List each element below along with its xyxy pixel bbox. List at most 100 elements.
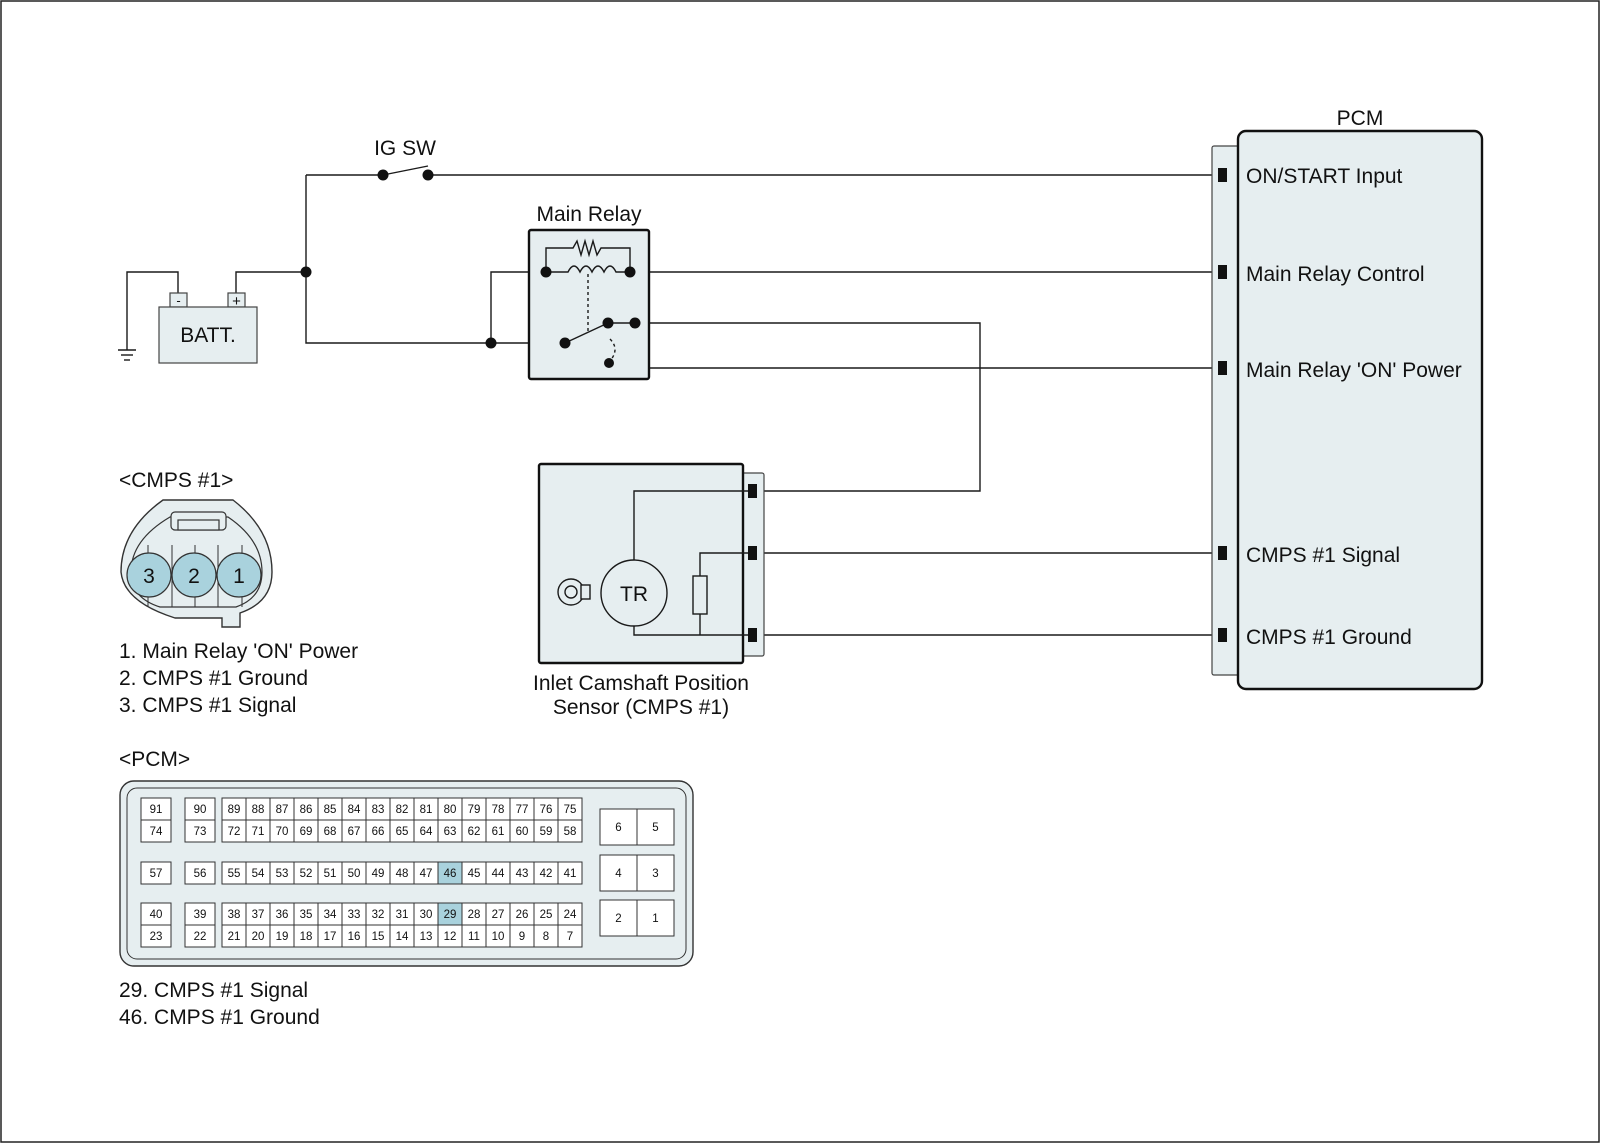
cmps-pin-2-label: 2 [188,565,200,588]
pcm-pin-label: 30 [420,909,433,921]
pcm-pin-cell [636,808,675,846]
battery-ground-wire [126,271,179,350]
pcm-pin-label: 35 [300,909,313,921]
pcm-pin-label: 55 [228,868,241,880]
cmps-pin-1-label: 1 [233,565,245,588]
battery-label: BATT. [180,324,236,347]
pcm-pin-label: 62 [468,826,481,838]
pcm-pin-label: 84 [348,804,361,816]
pcm-pin-label: 13 [420,931,433,943]
pcm-pin-label: 10 [492,931,505,943]
pcm-pin-label: 44 [492,868,505,880]
pcm-pin-label: 25 [540,909,553,921]
pcm-pin-label: 14 [396,931,409,943]
pcm-terminal-on-start [1218,168,1227,182]
main-relay-box [527,228,651,381]
pcm-pin-label: 17 [324,931,337,943]
cmps-pin-3-label: 3 [143,565,155,588]
pcm-connector-title: <PCM> [119,748,190,771]
pcm-pin-label: 69 [300,826,313,838]
pcm-pin-label: 22 [194,931,207,943]
pcm-pin-cell [557,924,583,948]
pcm-pin-label: 37 [252,909,265,921]
pcm-pin-label: 83 [372,804,385,816]
relay-switch-arm [564,322,609,344]
sensor-internal-ground [633,626,752,636]
pcm-pin-cell [184,924,216,948]
sensor-pickup-outer [557,578,585,606]
relay-coil [546,265,630,274]
pcm-pin-label: 15 [372,931,385,943]
pcm-pin-label: 57 [150,868,163,880]
pcm-module: PCM ON/START Input Main Relay Control Ma… [1211,107,1484,691]
sensor-pickup-tab [580,584,591,600]
pcm-pin-label: 59 [540,826,553,838]
pcm-pin-label: 18 [300,931,313,943]
pcm-label-on-start: ON/START Input [1246,165,1403,188]
pcm-terminal-relay-control [1218,265,1227,279]
pcm-pin-label: 45 [468,868,481,880]
pcm-pin-label: 8 [543,931,549,943]
pcm-pin-label: 89 [228,804,241,816]
pcm-pin-label: 7 [567,931,573,943]
pcm-pin-label: 82 [396,804,409,816]
pcm-pin-label: 40 [150,909,163,921]
pcm-pin-label: 21 [228,931,241,943]
pcm-pin-label: 16 [348,931,361,943]
pcm-pin-label: 76 [540,804,553,816]
pcm-pin-label: 34 [324,909,337,921]
pcm-legend-1: 29. CMPS #1 Signal [119,979,308,1002]
pcm-pin-label: 19 [276,931,289,943]
relay-nc-contact [604,358,614,368]
sensor-transistor-label: TR [620,583,648,606]
pcm-pin-label: 74 [150,826,163,838]
battery: - + BATT. [158,292,258,364]
pcm-pin-label: 47 [420,868,433,880]
pcm-pin-label: 43 [516,868,529,880]
pcm-pin-label: 86 [300,804,313,816]
relay-output-to-sensor-wire [635,322,981,492]
pcm-pin-label: 3 [652,868,658,880]
cmps-connector-view: <CMPS #1> 3 2 1 1. Main Relay 'ON' Power… [119,469,358,717]
pcm-pin-cell [599,808,638,846]
cmps-pin-2 [171,552,217,598]
cmps-pin-3 [126,552,172,598]
pcm-pin-label: 70 [276,826,289,838]
ig-sw-lever [382,165,429,176]
cmps-legend-3: 3. CMPS #1 Signal [119,694,296,717]
pcm-label-relay-control: Main Relay Control [1246,263,1425,286]
pcm-pin-label: 50 [348,868,361,880]
cmps-connector-inner [130,516,263,608]
pcm-pin-label: 66 [372,826,385,838]
cmps-legend-1: 1. Main Relay 'ON' Power [119,640,358,663]
pcm-pin-label: 65 [396,826,409,838]
pcm-pin-label: 88 [252,804,265,816]
pcm-pin-label: 38 [228,909,241,921]
relay-coil-feed-wire [490,271,546,343]
pcm-pin-label: 31 [396,909,409,921]
pcm-pin-cell [599,899,638,937]
pcm-pin-label: 68 [324,826,337,838]
pcm-title: PCM [1337,107,1384,130]
pcm-pin-label: 4 [615,868,622,880]
sensor-transistor-circle [600,559,668,627]
sensor-terminal-2 [748,628,757,642]
pcm-pin-label: 54 [252,868,265,880]
sensor-pickup-inner [564,585,578,599]
pcm-pin-label: 56 [194,868,207,880]
sensor-name-line2: Sensor (CMPS #1) [553,696,729,719]
pcm-pin-cell [557,819,583,843]
pcm-pin-label: 78 [492,804,505,816]
pcm-pin-label: 23 [150,931,163,943]
sensor-internal-power [633,490,752,560]
pcm-pin-label: 12 [444,931,457,943]
pcm-label-relay-power: Main Relay 'ON' Power [1246,359,1462,382]
pcm-pin-cell [184,819,216,843]
cmps-sensor: TR Inlet Camshaft Position Sensor (CMPS … [533,462,765,719]
pcm-pin-cell [636,854,675,892]
pcm-pin-cell [636,899,675,937]
battery-body [158,306,258,364]
pcm-pin-label: 9 [519,931,525,943]
pcm-label-cmps-ground: CMPS #1 Ground [1246,626,1412,649]
